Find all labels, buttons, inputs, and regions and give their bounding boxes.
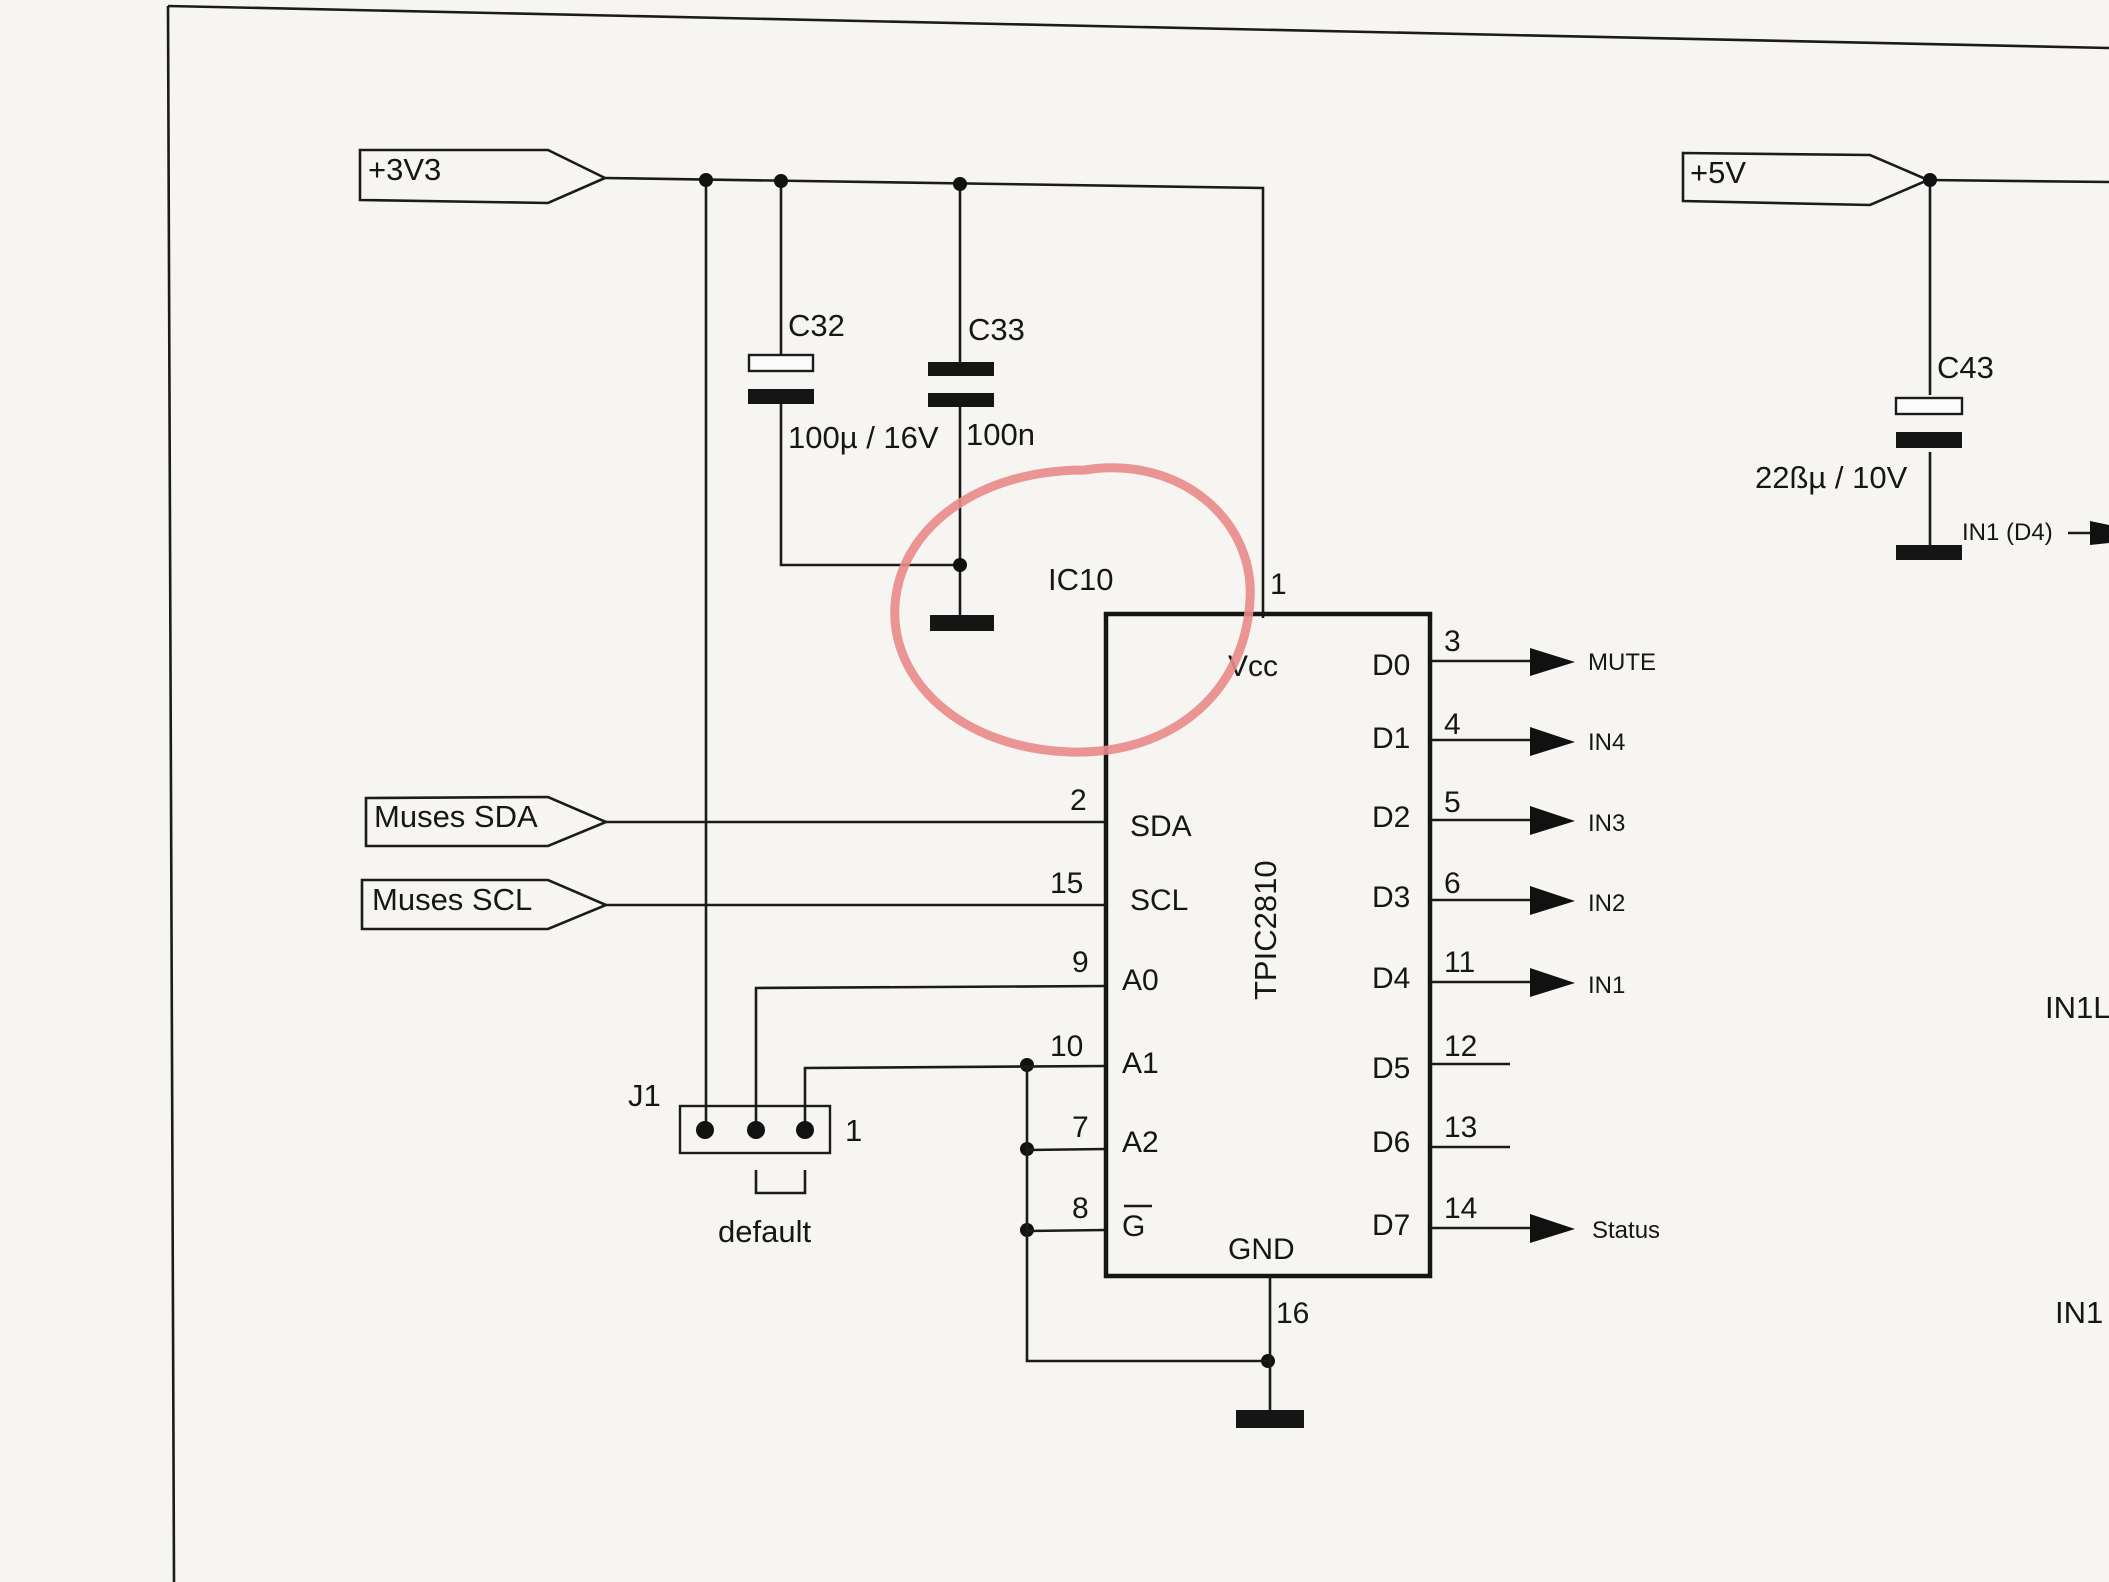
port-5v: +5V — [1681, 151, 1932, 207]
pin-d5-label: D5 — [1372, 1052, 1410, 1085]
signal-mute: MUTE — [1588, 649, 1656, 676]
pin-g-label: G — [1122, 1210, 1145, 1243]
pin-d3-label: D3 — [1372, 881, 1410, 914]
pin-d7-label: D7 — [1372, 1209, 1410, 1242]
pin-d3-num: 6 — [1444, 867, 1461, 900]
ic-gnd-label: GND — [1228, 1233, 1295, 1266]
j1-pin1: 1 — [845, 1113, 862, 1148]
ic-tpic2810: IC10 TPIC2810 Vcc 1 GND 16 — [1048, 562, 1433, 1428]
jumper-j1: J1 1 default — [628, 1078, 862, 1249]
port-sda-label: Muses SDA — [374, 799, 538, 834]
capacitor-c33: C33 100n — [928, 184, 1035, 631]
ic-gnd-num: 16 — [1276, 1297, 1309, 1330]
pin-d7-num: 14 — [1444, 1192, 1477, 1225]
port-3v3-label: +3V3 — [368, 152, 441, 187]
pin-a1-num: 10 — [1050, 1030, 1083, 1063]
in1-d4-label: IN1 (D4) — [1962, 519, 2053, 546]
rail-5v — [1927, 178, 2109, 548]
pin-d1-num: 4 — [1444, 708, 1461, 741]
c33-ground-symbol — [930, 615, 994, 631]
signal-in2: IN2 — [1588, 890, 1625, 917]
signal-status: Status — [1592, 1217, 1660, 1244]
capacitor-c43: C43 22ßµ / 10V IN1 (D4) — [1755, 350, 2109, 560]
pin-d5-num: 12 — [1444, 1030, 1477, 1063]
port-scl-label: Muses SCL — [372, 882, 532, 917]
pin-a0-label: A0 — [1122, 964, 1159, 997]
in1l-label: IN1L — [2045, 990, 2109, 1025]
pin-sda-num: 2 — [1070, 784, 1087, 817]
ic-ref: IC10 — [1048, 562, 1113, 597]
pin-d0-label: D0 — [1372, 649, 1410, 682]
c33-ref: C33 — [968, 312, 1025, 347]
capacitor-c32: C32 100µ / 16V — [747, 181, 960, 567]
ic-part: TPIC2810 — [1248, 860, 1283, 1000]
junction-dots — [699, 173, 1937, 1368]
c32-value: 100µ / 16V — [788, 420, 939, 455]
pin-g-num: 8 — [1072, 1192, 1089, 1225]
pin-d6-label: D6 — [1372, 1126, 1410, 1159]
pin-sda-label: SDA — [1130, 810, 1192, 843]
in1-right-label: IN1 — [2055, 1295, 2103, 1330]
j1-default-label: default — [718, 1214, 811, 1249]
port-3v3: +3V3 — [358, 148, 609, 205]
j1-ref: J1 — [628, 1078, 661, 1113]
ic-vcc-num: 1 — [1270, 568, 1287, 601]
pin-d4-label: D4 — [1372, 962, 1410, 995]
c43-value: 22ßµ / 10V — [1755, 460, 1908, 495]
pin-d2-label: D2 — [1372, 801, 1410, 834]
pin-d0-num: 3 — [1444, 625, 1461, 658]
c33-value: 100n — [966, 417, 1035, 452]
ic-right-pins: D0 3 MUTE D1 4 IN4 D2 5 IN3 D3 6 IN2 D4 … — [1372, 625, 1660, 1244]
ground-symbol — [1236, 1410, 1304, 1428]
c32-ref: C32 — [788, 308, 845, 343]
port-5v-label: +5V — [1690, 155, 1746, 190]
port-muses-scl: Muses SCL — [360, 878, 610, 931]
annotation-circle — [890, 463, 1255, 757]
pin-scl-num: 15 — [1050, 867, 1083, 900]
pin-a2-num: 7 — [1072, 1111, 1089, 1144]
pin-d2-num: 5 — [1444, 786, 1461, 819]
pin-d6-num: 13 — [1444, 1111, 1477, 1144]
rail-3v3 — [604, 176, 1265, 618]
pin-d1-label: D1 — [1372, 722, 1410, 755]
ic-left-pins: SDA 2 SCL 15 A0 9 A1 10 A2 7 G 8 — [606, 784, 1268, 1363]
signal-in4: IN4 — [1588, 729, 1625, 756]
port-muses-sda: Muses SDA — [364, 795, 610, 848]
address-tie — [1025, 1065, 1268, 1363]
page-border — [166, 4, 2109, 1582]
pin-a2-label: A2 — [1122, 1126, 1159, 1159]
pin-scl-label: SCL — [1130, 884, 1188, 917]
c43-ref: C43 — [1937, 350, 1994, 385]
pin-a0-num: 9 — [1072, 946, 1089, 979]
signal-in3: IN3 — [1588, 810, 1625, 837]
pin-d4-num: 11 — [1444, 946, 1475, 979]
pin-a1-label: A1 — [1122, 1047, 1159, 1080]
signal-in1: IN1 — [1588, 972, 1625, 999]
